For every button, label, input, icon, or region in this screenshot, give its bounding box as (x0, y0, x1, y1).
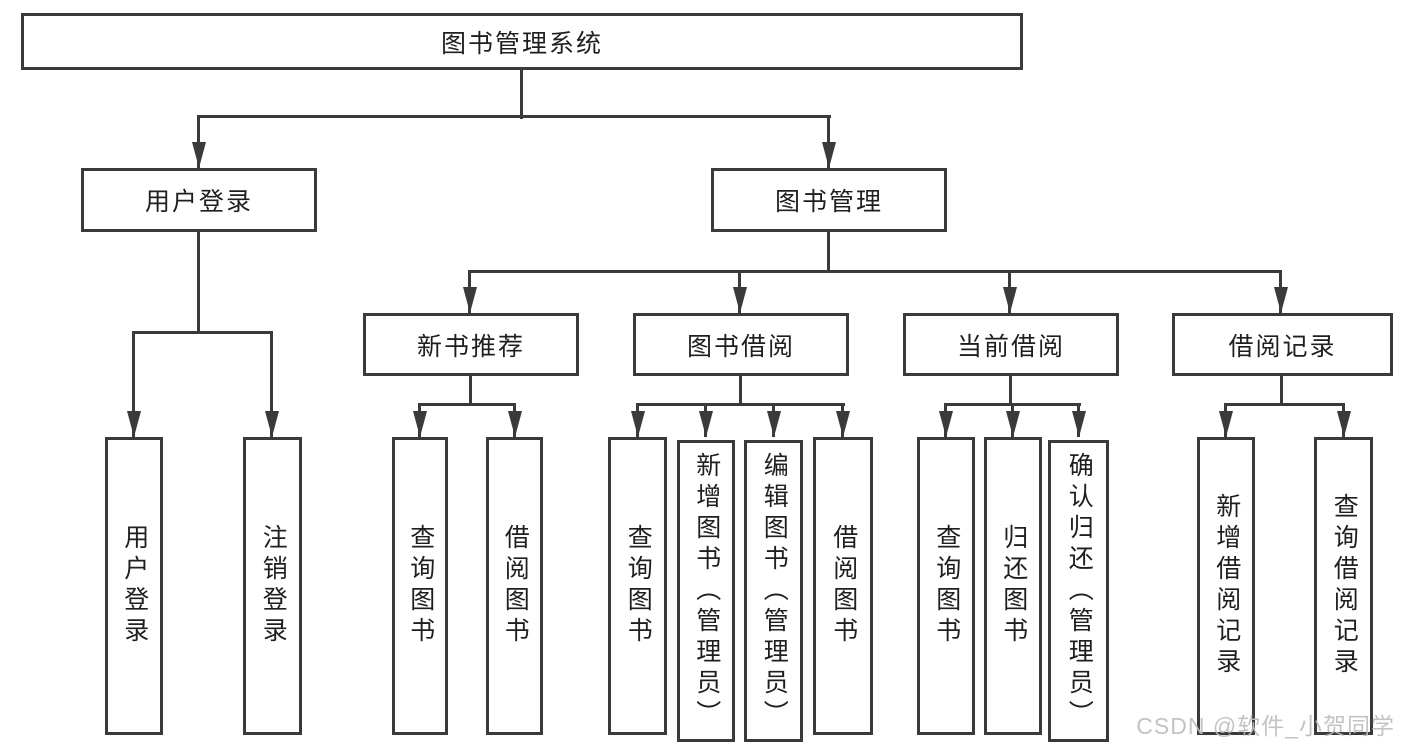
connector-line (132, 331, 273, 334)
arrow-down-icon (463, 287, 477, 313)
leaf-borrow-borrow-books: 借阅图书 (813, 437, 873, 735)
node-current-borrow: 当前借阅 (903, 313, 1119, 376)
arrow-down-icon (1274, 287, 1288, 313)
node-book-management: 图书管理 (711, 168, 947, 232)
arrow-down-icon (413, 411, 427, 437)
arrow-down-icon (265, 411, 279, 437)
leaf-borrow-add-books-admin: 新增图书（管理员） (677, 440, 735, 742)
arrow-down-icon (1003, 287, 1017, 313)
leaf-recommend-borrow-books: 借阅图书 (486, 437, 543, 735)
connector-line (827, 232, 830, 273)
arrow-down-icon (192, 142, 206, 168)
connector-line (270, 331, 273, 437)
connector-line (739, 376, 742, 406)
connector-line (1009, 376, 1012, 406)
leaf-current-return-books: 归还图书 (984, 437, 1042, 735)
connector-line (1224, 403, 1345, 406)
leaf-records-add-record: 新增借阅记录 (1197, 437, 1255, 735)
connector-line (132, 331, 135, 437)
arrow-down-icon (127, 411, 141, 437)
leaf-logout: 注销登录 (243, 437, 302, 735)
arrow-down-icon (508, 411, 522, 437)
leaf-recommend-query-books: 查询图书 (392, 437, 448, 735)
connector-line (197, 115, 831, 118)
connector-line (827, 115, 830, 168)
arrow-down-icon (1337, 411, 1351, 437)
leaf-records-query-record: 查询借阅记录 (1314, 437, 1373, 735)
node-new-book-recommend: 新书推荐 (363, 313, 579, 376)
connector-line (1280, 376, 1283, 406)
arrow-down-icon (1219, 411, 1233, 437)
watermark: CSDN @软件_小贺同学 (1136, 713, 1395, 739)
node-borrow-records: 借阅记录 (1172, 313, 1393, 376)
arrow-down-icon (822, 142, 836, 168)
connector-line (469, 376, 472, 406)
node-book-borrow: 图书借阅 (633, 313, 849, 376)
leaf-current-confirm-return-admin: 确认归还（管理员） (1048, 440, 1109, 742)
leaf-user-login: 用户登录 (105, 437, 163, 735)
arrow-down-icon (1006, 411, 1020, 437)
arrow-down-icon (733, 287, 747, 313)
arrow-down-icon (699, 411, 713, 437)
leaf-borrow-edit-books-admin: 编辑图书（管理员） (744, 440, 803, 742)
connector-line (468, 270, 1282, 273)
arrow-down-icon (1072, 411, 1086, 437)
leaf-current-query-books: 查询图书 (917, 437, 975, 735)
arrow-down-icon (631, 411, 645, 437)
connector-line (197, 232, 200, 334)
arrow-down-icon (836, 411, 850, 437)
connector-line (520, 69, 523, 119)
connector-line (197, 115, 200, 168)
arrow-down-icon (939, 411, 953, 437)
leaf-borrow-query-books: 查询图书 (608, 437, 667, 735)
connector-line (418, 403, 516, 406)
connector-line (636, 403, 845, 406)
arrow-down-icon (767, 411, 781, 437)
node-user-login: 用户登录 (81, 168, 317, 232)
node-library-system: 图书管理系统 (21, 13, 1023, 70)
